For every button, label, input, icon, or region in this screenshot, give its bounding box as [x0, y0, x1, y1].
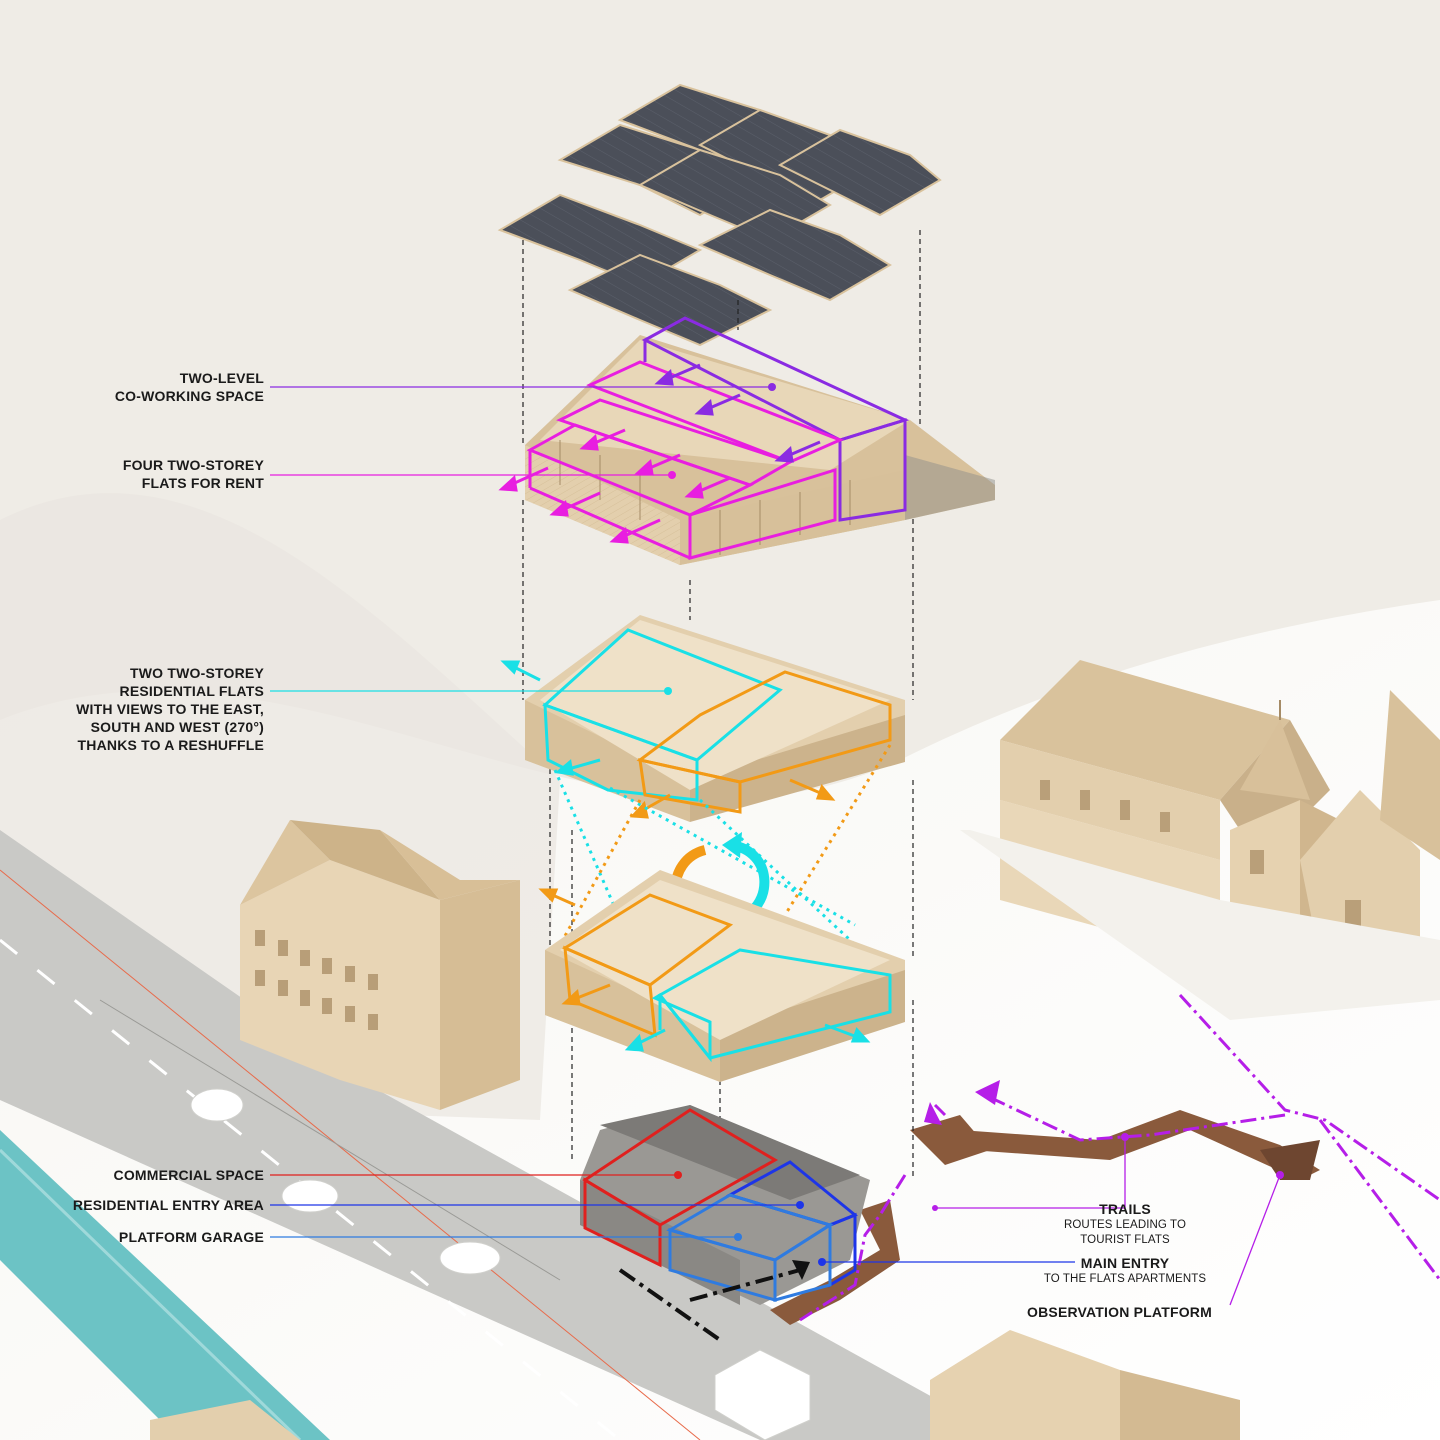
label-trails-sub-2: TOURIST FLATS	[1080, 1234, 1170, 1246]
label-residential-flats: TWO TWO-STOREY RESIDENTIAL FLATS WITH VI…	[40, 664, 264, 754]
label-residential-entry-area: RESIDENTIAL ENTRY AREA	[72, 1197, 264, 1213]
label-main-entry: MAIN ENTRY TO THE FLATS APARTMENTS	[1030, 1254, 1220, 1287]
label-flats-line-2: FLATS FOR RENT	[141, 475, 264, 491]
label-coworking-line-1: TWO-LEVEL	[179, 370, 264, 386]
label-residential-line-3: WITH VIEWS TO THE EAST,	[76, 701, 264, 717]
lower-flats-layer	[538, 870, 905, 1082]
label-flats-for-rent: FOUR TWO-STOREY FLATS FOR RENT	[60, 456, 264, 492]
bottom-houses	[150, 1330, 1240, 1440]
label-coworking: TWO-LEVEL CO-WORKING SPACE	[60, 369, 264, 405]
label-trails: TRAILS ROUTES LEADING TO TOURIST FLATS	[1040, 1200, 1210, 1248]
label-residential-line-1: TWO TWO-STOREY	[130, 665, 264, 681]
trail-routes	[799, 993, 1440, 1322]
label-coworking-line-2: CO-WORKING SPACE	[114, 388, 264, 404]
label-trails-sub-1: ROUTES LEADING TO	[1063, 1219, 1187, 1231]
roof-layer	[497, 83, 942, 347]
label-main-entry-title: MAIN ENTRY	[1080, 1255, 1170, 1271]
church	[960, 660, 1440, 1020]
label-residential-line-2: RESIDENTIAL FLATS	[119, 683, 264, 699]
leader-lines	[270, 383, 1284, 1306]
upper-flats-layer	[500, 615, 905, 822]
label-flats-line-1: FOUR TWO-STOREY	[122, 457, 264, 473]
vehicles	[190, 1088, 811, 1440]
label-main-entry-sub: TO THE FLATS APARTMENTS	[1043, 1273, 1207, 1285]
label-residential-line-4: SOUTH AND WEST (270°)	[90, 719, 264, 735]
label-commercial-space: COMMERCIAL SPACE	[113, 1167, 264, 1183]
label-observation-platform: OBSERVATION PLATFORM	[1027, 1304, 1212, 1320]
label-platform-garage: PLATFORM GARAGE	[118, 1229, 264, 1245]
label-trails-title: TRAILS	[1099, 1201, 1151, 1217]
label-residential-line-5: THANKS TO A RESHUFFLE	[77, 737, 264, 753]
left-house	[240, 820, 520, 1110]
top-floor-layer	[498, 316, 995, 565]
river	[0, 1130, 330, 1440]
